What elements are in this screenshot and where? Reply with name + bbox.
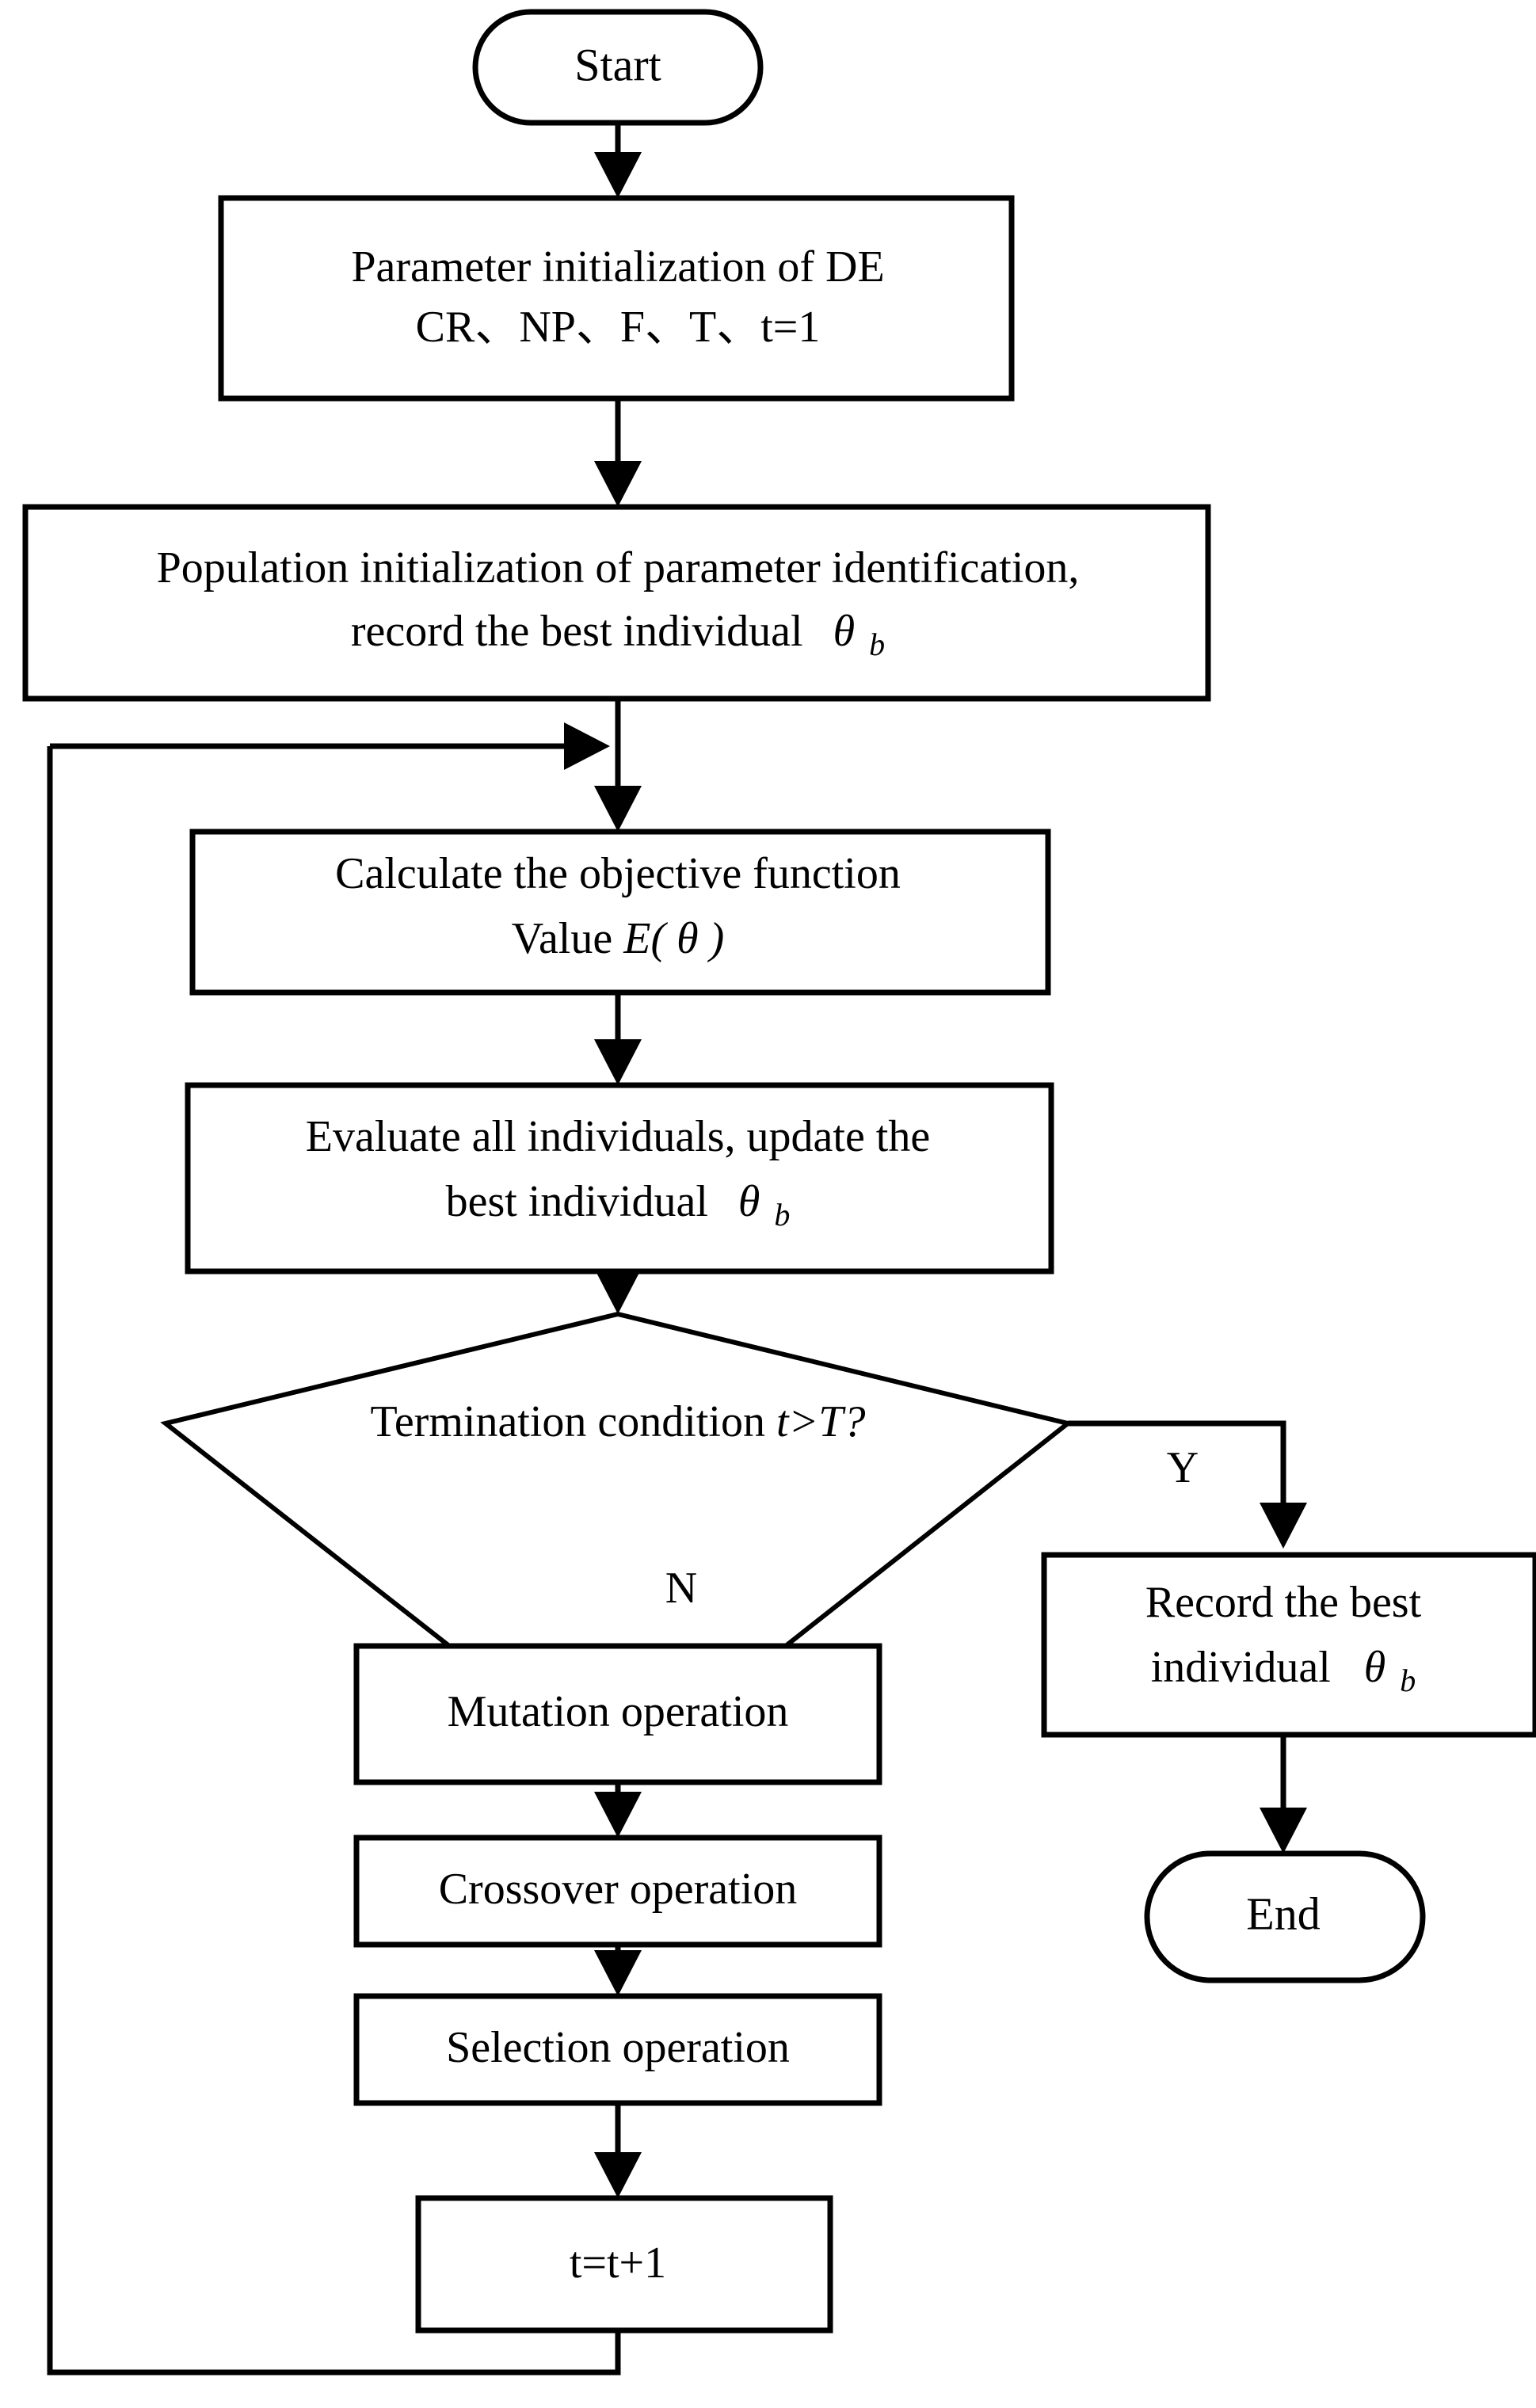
population-initialization-line2: record the best individual θ b bbox=[351, 607, 885, 662]
start-label: Start bbox=[574, 39, 661, 90]
node-population-initialization[interactable]: Population initialization of parameter i… bbox=[22, 504, 1211, 702]
population-initialization-line2-text: record the best individual bbox=[351, 607, 803, 656]
arrowhead-objective-to-evaluate bbox=[594, 1039, 642, 1085]
node-start[interactable]: Start bbox=[472, 9, 764, 126]
termination-condition-math: t>T? bbox=[776, 1397, 866, 1446]
node-record-best-individual[interactable]: Record the best individual θ b bbox=[1041, 1552, 1536, 1738]
evaluate-individuals-shape bbox=[185, 1082, 1054, 1274]
arrowhead-decision-yes-to-record bbox=[1260, 1503, 1307, 1549]
arrowhead-loopback-into-column bbox=[564, 722, 610, 770]
edge-label-no: N bbox=[665, 1564, 697, 1613]
record-best-individual-theta: θ bbox=[1364, 1643, 1386, 1692]
arrowhead-param-to-population bbox=[594, 461, 642, 507]
node-mutation-operation[interactable]: Mutation operation bbox=[353, 1643, 882, 1785]
crossover-operation-label: Crossover operation bbox=[439, 1865, 798, 1914]
record-best-individual-line2-text: individual bbox=[1151, 1643, 1331, 1692]
node-increment-counter[interactable]: t=t+1 bbox=[415, 2195, 833, 2334]
record-best-individual-line1: Record the best bbox=[1145, 1578, 1422, 1627]
termination-condition-label: Termination condition t>T? bbox=[371, 1397, 866, 1446]
increment-counter-label: t=t+1 bbox=[570, 2238, 666, 2288]
objective-function-E-close: ) bbox=[707, 914, 725, 963]
arrowhead-mutation-to-crossover bbox=[594, 1792, 642, 1838]
objective-function-E-open: E( bbox=[623, 914, 677, 963]
objective-function-line1: Calculate the objective function bbox=[335, 849, 901, 898]
mutation-operation-shape bbox=[353, 1643, 882, 1785]
crossover-operation-shape bbox=[353, 1835, 882, 1948]
arrowhead-start-to-param bbox=[594, 152, 642, 198]
connector-decision-yes-to-record bbox=[1068, 1420, 1286, 1505]
population-initialization-line1: Population initialization of parameter i… bbox=[157, 543, 1080, 592]
objective-function-shape bbox=[189, 829, 1051, 996]
node-end[interactable]: End bbox=[1144, 1850, 1426, 1983]
arrowhead-crossover-to-selection bbox=[594, 1950, 642, 1996]
node-selection-operation[interactable]: Selection operation bbox=[353, 1993, 882, 2106]
end-shape bbox=[1144, 1850, 1426, 1983]
population-initialization-theta: θ bbox=[833, 607, 856, 656]
population-initialization-subscript: b bbox=[869, 627, 885, 662]
end-label: End bbox=[1246, 1888, 1320, 1939]
evaluate-individuals-line2: best individual θ b bbox=[446, 1177, 791, 1233]
objective-function-line2: Value E( θ ) bbox=[512, 914, 725, 963]
selection-operation-label: Selection operation bbox=[446, 2023, 790, 2072]
mutation-operation-label: Mutation operation bbox=[448, 1687, 789, 1736]
node-parameter-initialization[interactable]: Parameter initialization of DE CR、NP、F、T… bbox=[218, 195, 1015, 402]
node-objective-function[interactable]: Calculate the objective function Value E… bbox=[189, 829, 1051, 996]
start-shape bbox=[472, 9, 764, 126]
node-evaluate-individuals[interactable]: Evaluate all individuals, update the bes… bbox=[185, 1082, 1054, 1274]
parameter-initialization-shape bbox=[218, 195, 1015, 402]
arrowhead-population-to-objective bbox=[594, 786, 642, 832]
parameter-initialization-line2: CR、NP、F、T、t=1 bbox=[416, 303, 821, 352]
arrowhead-evaluate-to-decision bbox=[594, 1268, 642, 1314]
evaluate-individuals-theta: θ bbox=[738, 1177, 760, 1226]
termination-condition-prefix: Termination condition bbox=[371, 1397, 776, 1446]
selection-operation-shape bbox=[353, 1993, 882, 2106]
objective-function-theta: θ bbox=[677, 914, 699, 963]
edge-label-yes: Y bbox=[1167, 1443, 1199, 1492]
connector-increment-loopback bbox=[47, 746, 621, 2376]
objective-function-value-prefix: Value bbox=[512, 914, 624, 963]
record-best-individual-line2: individual θ b bbox=[1151, 1643, 1416, 1698]
record-best-individual-subscript: b bbox=[1400, 1663, 1416, 1698]
parameter-initialization-line1: Parameter initialization of DE bbox=[351, 242, 884, 291]
population-initialization-shape bbox=[22, 504, 1211, 702]
record-best-individual-shape bbox=[1041, 1552, 1536, 1738]
arrowhead-selection-to-increment bbox=[594, 2152, 642, 2198]
evaluate-individuals-line1: Evaluate all individuals, update the bbox=[306, 1112, 930, 1161]
arrowhead-record-to-end bbox=[1260, 1808, 1307, 1854]
node-crossover-operation[interactable]: Crossover operation bbox=[353, 1835, 882, 1948]
evaluate-individuals-subscript: b bbox=[774, 1197, 790, 1233]
evaluate-individuals-line2-text: best individual bbox=[446, 1177, 708, 1226]
increment-counter-shape bbox=[415, 2195, 833, 2334]
